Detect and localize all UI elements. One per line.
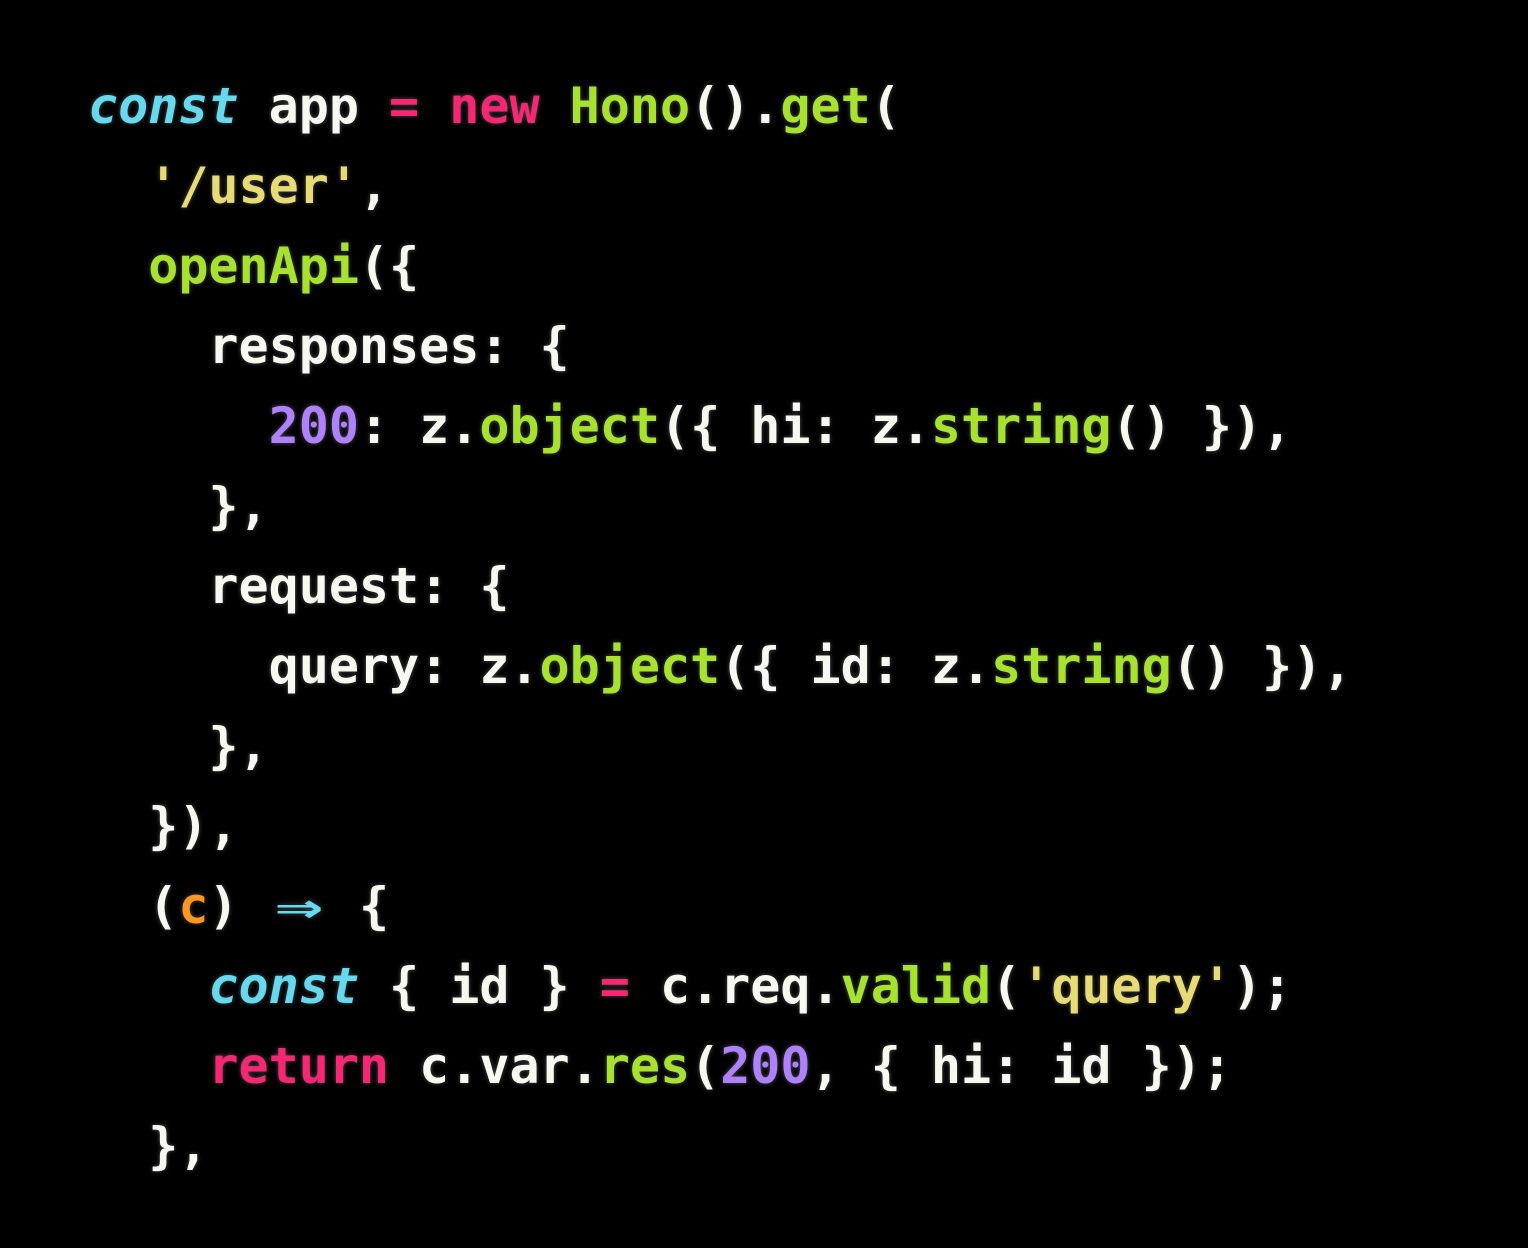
code-token-fg: : z. bbox=[358, 397, 480, 455]
code-token-fg: c.var. bbox=[389, 1037, 600, 1095]
code-line: '/user', bbox=[88, 146, 1352, 226]
code-token-fg: ( bbox=[991, 957, 1022, 1015]
code-token-param: c bbox=[178, 877, 209, 935]
code-token-fg bbox=[88, 1037, 208, 1095]
code-token-fg: ({ bbox=[358, 237, 420, 295]
code-token-str: 'query' bbox=[1021, 957, 1232, 1015]
code-editor: const app = new Hono().get( '/user', ope… bbox=[88, 66, 1352, 1186]
code-token-fg bbox=[88, 237, 148, 295]
code-token-fn: valid bbox=[840, 957, 992, 1015]
code-token-arrow: ⇒ bbox=[274, 877, 323, 935]
code-token-num: 200 bbox=[720, 1037, 811, 1095]
code-token-fg bbox=[419, 77, 449, 135]
code-token-fg: }, bbox=[88, 717, 269, 775]
code-token-fn: object bbox=[479, 397, 660, 455]
code-token-fg bbox=[88, 157, 148, 215]
code-token-fn: string bbox=[930, 397, 1112, 455]
code-token-fg: () }), bbox=[1111, 397, 1293, 455]
code-token-fg: ); bbox=[1231, 957, 1293, 1015]
code-token-kwc: const bbox=[208, 957, 359, 1015]
code-token-fg: () }), bbox=[1171, 637, 1353, 695]
code-line: }, bbox=[88, 706, 1352, 786]
code-token-op: = bbox=[599, 957, 630, 1015]
code-token-kwc: const bbox=[88, 77, 239, 135]
code-token-fg: ) bbox=[208, 877, 269, 935]
code-line: }, bbox=[88, 1106, 1352, 1186]
code-token-fg: }, bbox=[88, 1117, 209, 1175]
code-token-fg: ({ id: z. bbox=[720, 637, 992, 695]
code-line: }), bbox=[88, 786, 1352, 866]
code-token-fg: ( bbox=[690, 1037, 721, 1095]
code-token-fg: (). bbox=[690, 77, 781, 135]
code-token-fn: get bbox=[780, 77, 871, 135]
code-token-fg: app bbox=[238, 77, 390, 135]
code-token-fg bbox=[540, 77, 570, 135]
code-line: (c) ⇒ { bbox=[88, 866, 1352, 946]
code-line: openApi({ bbox=[88, 226, 1352, 306]
code-token-fg bbox=[88, 957, 208, 1015]
code-token-fn: Hono bbox=[569, 77, 691, 135]
code-token-fg: c.req. bbox=[629, 957, 841, 1015]
code-line: }, bbox=[88, 466, 1352, 546]
code-token-kw: new bbox=[449, 77, 540, 135]
code-token-fg: }), bbox=[88, 797, 239, 855]
code-token-fn: string bbox=[991, 637, 1172, 695]
code-token-fg: , { hi: id }); bbox=[810, 1037, 1232, 1095]
code-token-fg: query: z. bbox=[88, 637, 540, 695]
code-token-str: '/user' bbox=[148, 157, 359, 215]
code-token-fg: { id } bbox=[358, 957, 600, 1015]
code-token-op: = bbox=[389, 77, 420, 135]
code-line: const app = new Hono().get( bbox=[88, 66, 1352, 146]
code-line: 200: z.object({ hi: z.string() }), bbox=[88, 386, 1352, 466]
code-line: request: { bbox=[88, 546, 1352, 626]
code-token-fg: request: { bbox=[88, 557, 510, 615]
code-token-kw: return bbox=[208, 1037, 390, 1095]
code-token-fg: }, bbox=[88, 477, 269, 535]
code-token-fg bbox=[88, 397, 269, 455]
code-token-fn: openApi bbox=[148, 237, 359, 295]
code-token-fg: ( bbox=[88, 877, 179, 935]
code-token-fg: responses: { bbox=[88, 317, 570, 375]
code-token-fn: res bbox=[599, 1037, 691, 1095]
code-token-fg: ({ hi: z. bbox=[659, 397, 931, 455]
code-token-num: 200 bbox=[268, 397, 359, 455]
code-token-fg: ( bbox=[870, 77, 901, 135]
code-line: const { id } = c.req.valid('query'); bbox=[88, 946, 1352, 1026]
code-token-fn: object bbox=[539, 637, 721, 695]
code-token-fg: , bbox=[358, 157, 390, 215]
code-line: query: z.object({ id: z.string() }), bbox=[88, 626, 1353, 706]
code-line: return c.var.res(200, { hi: id }); bbox=[88, 1026, 1352, 1106]
code-line: responses: { bbox=[88, 306, 1352, 386]
code-token-fg: { bbox=[328, 877, 390, 935]
